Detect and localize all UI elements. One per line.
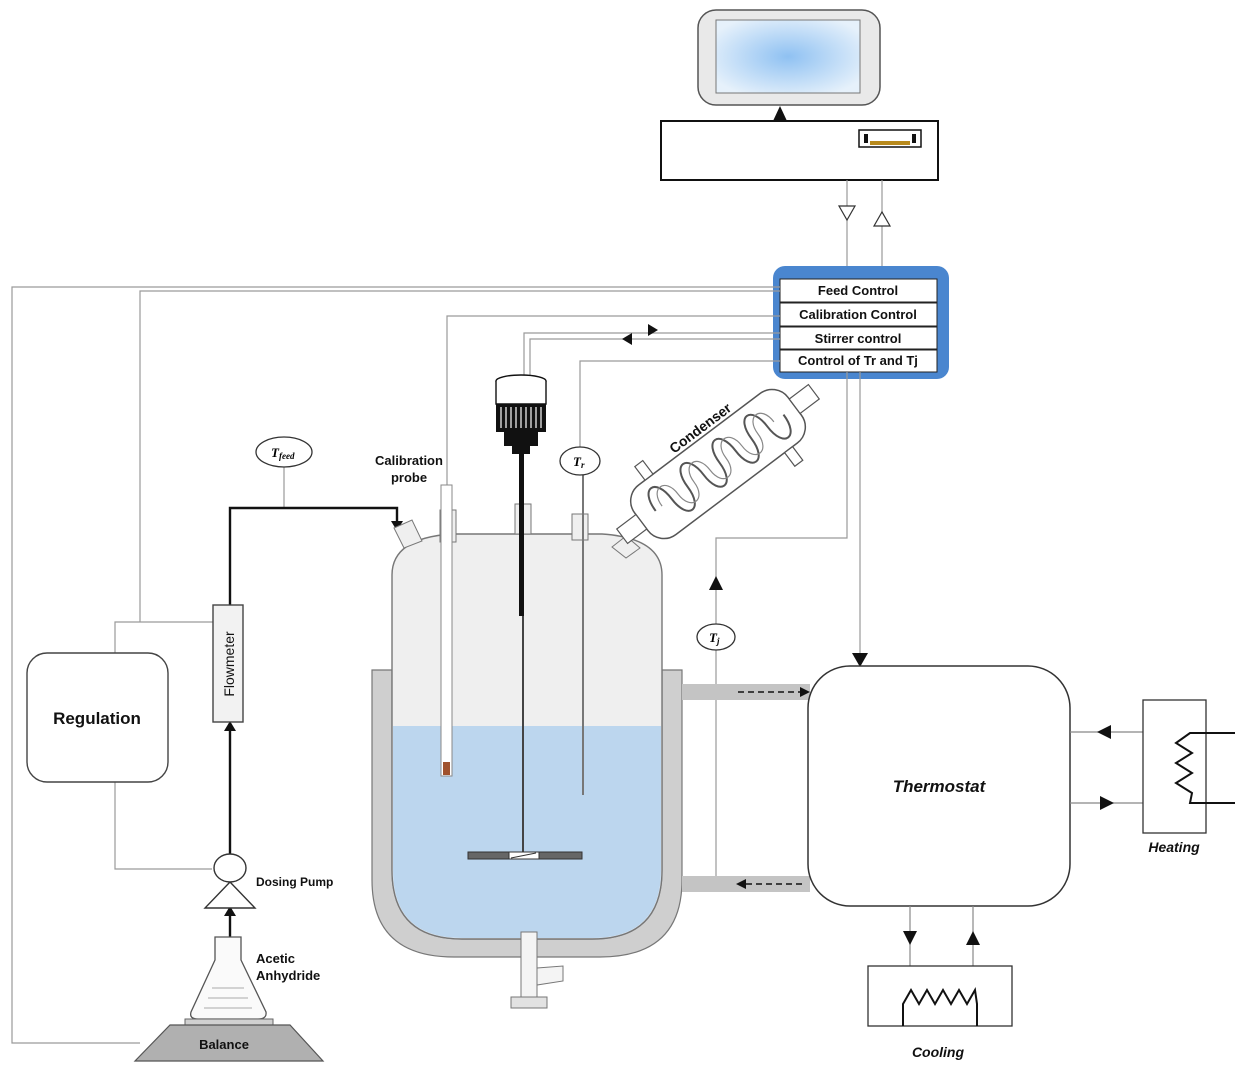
svg-text:Tr: Tr	[573, 454, 585, 470]
control-item-stirrer-label: Stirrer control	[815, 331, 902, 346]
stirrer-signal-arrow-left	[622, 333, 632, 345]
tfeed-gauge: Tfeed	[255, 436, 313, 468]
balance: Balance	[133, 1018, 325, 1062]
pump-in-arrow	[224, 906, 236, 916]
acetic-label-line1: Acetic	[256, 951, 295, 966]
jacket-pipe-bottom	[682, 876, 810, 892]
acetic-label-line2: Anhydride	[256, 968, 320, 983]
thermostat-signal-arrow	[852, 653, 868, 667]
flowmeter-in-arrow	[224, 721, 236, 731]
reactor-liquid	[393, 726, 661, 938]
condenser	[615, 383, 821, 545]
balance-label: Balance	[199, 1037, 249, 1052]
flowmeter-label: Flowmeter	[221, 631, 237, 697]
feed-inlet-arrow	[391, 521, 403, 531]
tr-main: T	[573, 454, 582, 469]
tfeed-main: T	[271, 445, 280, 460]
tj-signal-arrow	[709, 576, 723, 590]
tj-sub: j	[715, 636, 720, 646]
control-item-calibration[interactable]	[779, 302, 938, 327]
reactor-vessel	[371, 503, 683, 1009]
dosing-pump-label: Dosing Pump	[256, 875, 333, 889]
thermostat-label: Thermostat	[893, 777, 987, 796]
monitor-screen	[715, 19, 861, 94]
tj-gauge: Tj	[696, 623, 736, 651]
stirrer-signal-arrow-right	[648, 324, 658, 336]
cooling-label: Cooling	[912, 1044, 965, 1060]
acetic-anhydride-flask	[190, 936, 267, 1020]
stirrer-motor	[495, 374, 547, 454]
control-item-stirrer[interactable]	[779, 326, 938, 350]
cooling-unit: Cooling	[867, 906, 1013, 1060]
svg-text:Tfeed: Tfeed	[271, 445, 295, 461]
jacket-pipe-top	[682, 684, 810, 700]
thermostat: Thermostat	[807, 665, 1071, 907]
tj-main: T	[709, 630, 718, 645]
tfeed-sub: feed	[279, 451, 295, 461]
down-open-arrow	[837, 205, 857, 222]
impeller	[467, 851, 583, 860]
tr-probe: Tr	[559, 446, 601, 795]
dosing-pump	[203, 853, 257, 909]
svg-text:Tj: Tj	[709, 630, 720, 646]
flowmeter: Flowmeter	[212, 604, 244, 723]
control-panel: Feed Control Calibration Control Stirrer…	[773, 266, 949, 379]
calibration-label-line1: Calibration	[375, 453, 443, 468]
regulation-label: Regulation	[53, 709, 141, 728]
computer-unit	[660, 120, 939, 181]
calibration-label-line2: probe	[391, 470, 427, 485]
monitor-link-arrow	[773, 106, 787, 121]
control-item-feed-label: Feed Control	[818, 283, 898, 298]
signal-lines	[11, 286, 861, 1044]
up-open-arrow	[872, 210, 892, 227]
tr-sub: r	[581, 460, 585, 470]
heating-unit: Heating	[1070, 699, 1235, 855]
control-item-temperature-label: Control of Tr and Tj	[798, 353, 918, 368]
monitor	[697, 9, 881, 106]
stirrer-shaft	[519, 454, 524, 856]
regulation-box: Regulation	[26, 652, 169, 783]
control-item-calibration-label: Calibration Control	[799, 307, 917, 322]
calibration-probe	[440, 484, 453, 777]
heating-label: Heating	[1148, 839, 1200, 855]
